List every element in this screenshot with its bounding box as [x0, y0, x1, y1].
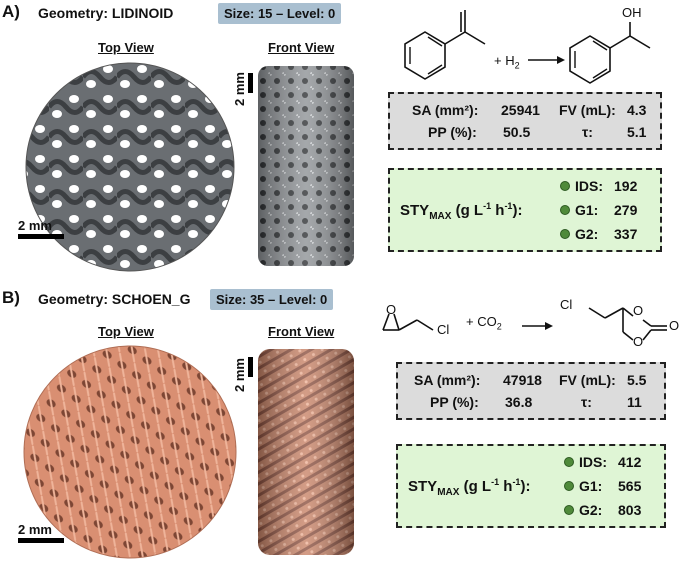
panel-b-ring-o1: O — [633, 303, 644, 318]
panel-a-reagent: H — [505, 53, 515, 68]
panel-b-front-view-image — [258, 349, 354, 555]
panel-a-pp-label: PP (%): — [428, 124, 477, 140]
panel-a-front-scale-bar — [248, 73, 253, 93]
panel-a-sty-label: STYMAX (g L-1 h-1): — [400, 201, 523, 222]
panel-a-oh-label: OH — [622, 5, 642, 20]
panel-a-tau-label: τ: — [582, 124, 593, 140]
panel-b-pp-label: PP (%): — [430, 394, 479, 410]
panel-a-reaction-scheme — [404, 10, 651, 84]
panel-a-size-level-badge: Size: 15 – Level: 0 — [218, 3, 342, 24]
panel-b-size-level-badge: Size: 35 – Level: 0 — [210, 289, 334, 310]
panel-b-epoxide-o: O — [386, 302, 397, 317]
panel-a-properties-box: SA (mm²): 25941 FV (mL): 4.3 PP (%): 50.… — [388, 92, 662, 150]
panel-a-top-scale-label: 2 mm — [18, 218, 52, 233]
panel-b-top-view-label: Top View — [98, 324, 154, 339]
panel-a-geometry-title: Geometry: LIDINOID — [38, 5, 174, 21]
panel-b-geometry-title: Geometry: SCHOEN_G — [38, 291, 191, 307]
panel-b-properties-box: SA (mm²): 47918 FV (mL): 5.5 PP (%): 36.… — [396, 362, 666, 420]
panel-a-front-view-label: Front View — [268, 40, 335, 55]
panel-b-sty-row-ids: IDS: 412 — [564, 454, 641, 470]
panel-a-sa-label: SA (mm²): — [412, 102, 479, 118]
green-dot-icon — [560, 181, 570, 191]
panel-b-sty-row-g1: G1: 565 — [564, 478, 641, 494]
panel-b-sty-row-g2: G2: 803 — [564, 502, 641, 518]
panel-a-top-view-image — [25, 62, 235, 272]
panel-b-sa-label: SA (mm²): — [414, 372, 481, 388]
panel-a-fv-label: FV (mL): — [559, 102, 616, 118]
panel-b-reagent-subscript: 2 — [496, 321, 502, 332]
panel-b-carbonyl-o: O — [669, 318, 680, 333]
panel-b-pp-value: 36.8 — [505, 394, 533, 410]
panel-b-front-scale-label: 2 mm — [232, 358, 247, 392]
panel-b-sa-value: 47918 — [503, 372, 542, 388]
green-dot-icon — [564, 457, 574, 467]
panel-b-label: B) — [2, 288, 20, 307]
green-dot-icon — [560, 229, 570, 239]
panel-b-tau-label: τ: — [581, 394, 592, 410]
panel-a-sty-row-g1: G1: 279 — [560, 202, 637, 218]
panel-b-fv-label: FV (mL): — [559, 372, 616, 388]
panel-a-sa-value: 25941 — [501, 102, 540, 118]
panel-b-front-scale-bar — [248, 357, 253, 377]
panel-b-sty-label: STYMAX (g L-1 h-1): — [408, 477, 531, 498]
panel-b-fv-value: 5.5 — [627, 372, 647, 388]
panel-a-sty-row-g2: G2: 337 — [560, 226, 637, 242]
panel-a-front-view-image — [258, 66, 354, 266]
panel-a-reaction-plus: + — [494, 53, 502, 68]
panel-b-cl-right: Cl — [560, 297, 573, 312]
panel-a-pp-value: 50.5 — [503, 124, 531, 140]
panel-a-tau-value: 5.1 — [627, 124, 647, 140]
panel-a-top-view-label: Top View — [98, 40, 154, 55]
panel-b-ring-o2: O — [633, 334, 644, 349]
green-dot-icon — [564, 481, 574, 491]
panel-b-sty-box: STYMAX (g L-1 h-1): IDS: 412 G1: 565 G2:… — [396, 444, 666, 528]
panel-b-tau-value: 11 — [627, 394, 642, 410]
green-dot-icon — [564, 505, 574, 515]
panel-a-reagent-subscript: 2 — [514, 60, 520, 71]
panel-a-top-scale-bar — [18, 234, 64, 239]
panel-a-sty-box: STYMAX (g L-1 h-1): IDS: 192 G1: 279 G2:… — [388, 168, 662, 252]
panel-b-cl-left: Cl — [437, 322, 450, 337]
panel-a-fv-value: 4.3 — [627, 102, 647, 118]
green-dot-icon — [560, 205, 570, 215]
panel-a-sty-row-ids: IDS: 192 — [560, 178, 637, 194]
panel-b-top-scale-label: 2 mm — [18, 522, 52, 537]
panel-b-top-scale-bar — [18, 538, 64, 543]
panel-b-reaction-plus: + — [466, 314, 474, 329]
panel-b-front-view-label: Front View — [268, 324, 335, 339]
panel-b-reaction-scheme — [382, 307, 667, 341]
panel-b-top-view-image — [23, 345, 237, 559]
panel-a-front-scale-label: 2 mm — [232, 72, 247, 106]
panel-b-reagent: CO — [477, 314, 497, 329]
panel-a-label: A) — [2, 2, 20, 21]
